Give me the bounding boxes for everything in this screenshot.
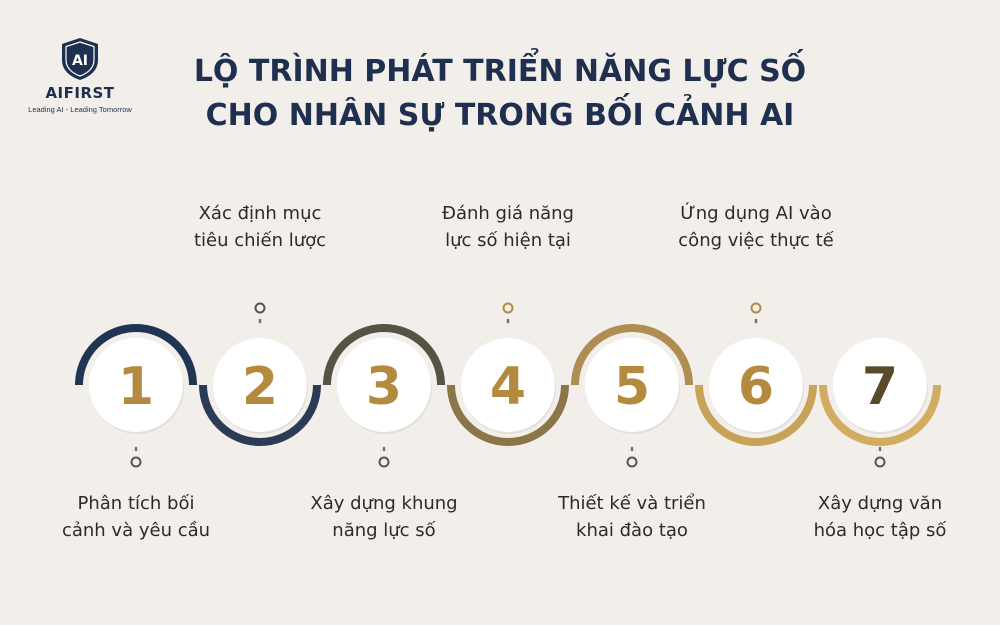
step-label-line: Thiết kế và triển <box>558 493 706 514</box>
step-number: 5 <box>614 357 650 417</box>
step-number: 3 <box>366 357 402 417</box>
step-7: 7 <box>819 338 941 468</box>
page-title: LỘ TRÌNH PHÁT TRIỂN NĂNG LỰC SỐ CHO NHÂN… <box>160 50 840 138</box>
step-label-line: Phân tích bối <box>77 493 195 514</box>
step-number: 7 <box>862 357 898 417</box>
step-circle <box>585 338 679 432</box>
step-label-3: Xây dựng khung năng lực số <box>274 490 494 544</box>
step-ring-arc <box>323 324 445 386</box>
logo-mark-text: AI <box>72 53 88 69</box>
step-label-line: khai đào tạo <box>576 520 688 541</box>
step-label-line: Xây dựng văn <box>817 493 943 514</box>
connector-end-dot <box>130 456 142 468</box>
step-number: 6 <box>738 357 774 417</box>
logo-tagline: Leading AI - Leading Tomorrow <box>28 105 132 114</box>
step-label-line: Ứng dụng AI vào <box>680 203 832 224</box>
step-label-line: Xác định mục <box>198 203 322 224</box>
step-4: 4 <box>447 302 569 446</box>
step-circle <box>89 338 183 432</box>
step-circle <box>461 338 555 432</box>
step-label-line: công việc thực tế <box>678 230 834 251</box>
step-label-6: Ứng dụng AI vào công việc thực tế <box>646 200 866 254</box>
step-label-line: hóa học tập số <box>813 520 947 541</box>
step-ring-arc <box>819 384 941 446</box>
connector-end-dot <box>874 456 886 468</box>
step-ring-arc <box>447 384 569 446</box>
step-number: 2 <box>242 357 278 417</box>
connector-end-dot <box>750 302 762 314</box>
step-label-line: năng lực số <box>332 520 436 541</box>
step-2: 2 <box>199 302 321 446</box>
step-circle <box>337 338 431 432</box>
step-circle <box>833 338 927 432</box>
step-ring-arc <box>199 384 321 446</box>
aifirst-logo: AI AIFIRST Leading AI - Leading Tomorrow <box>28 36 132 114</box>
step-1: 1 <box>75 324 197 468</box>
step-6: 6 <box>695 302 817 446</box>
shield-logo-icon: AI <box>62 38 98 80</box>
step-number: 1 <box>118 357 154 417</box>
step-ring-arc <box>695 384 817 446</box>
step-label-line: tiêu chiến lược <box>193 230 327 251</box>
step-3: 3 <box>323 324 445 468</box>
step-label-7: Xây dựng văn hóa học tập số <box>770 490 990 544</box>
connector-end-dot <box>254 302 266 314</box>
connector-end-dot <box>626 456 638 468</box>
step-ring-arc <box>571 324 693 386</box>
step-circle <box>709 338 803 432</box>
step-circle <box>213 338 307 432</box>
step-label-line: cảnh và yêu cầu <box>61 520 211 541</box>
step-label-line: Xây dựng khung <box>310 493 458 514</box>
connector-end-dot <box>378 456 390 468</box>
step-number: 4 <box>490 357 526 417</box>
connector-end-dot <box>502 302 514 314</box>
step-5: 5 <box>571 324 693 468</box>
step-label-5: Thiết kế và triển khai đào tạo <box>522 490 742 544</box>
title-line-1: LỘ TRÌNH PHÁT TRIỂN NĂNG LỰC SỐ <box>193 54 807 89</box>
step-label-4: Đánh giá năng lực số hiện tại <box>398 200 618 254</box>
step-label-1: Phân tích bối cảnh và yêu cầu <box>26 490 246 544</box>
step-label-2: Xác định mục tiêu chiến lược <box>150 200 370 254</box>
step-ring-arc <box>75 324 197 386</box>
logo-name: AIFIRST <box>45 84 115 102</box>
title-line-2: CHO NHÂN SỰ TRONG BỐI CẢNH AI <box>205 98 795 133</box>
step-label-line: lực số hiện tại <box>445 230 571 251</box>
step-label-line: Đánh giá năng <box>442 203 574 224</box>
